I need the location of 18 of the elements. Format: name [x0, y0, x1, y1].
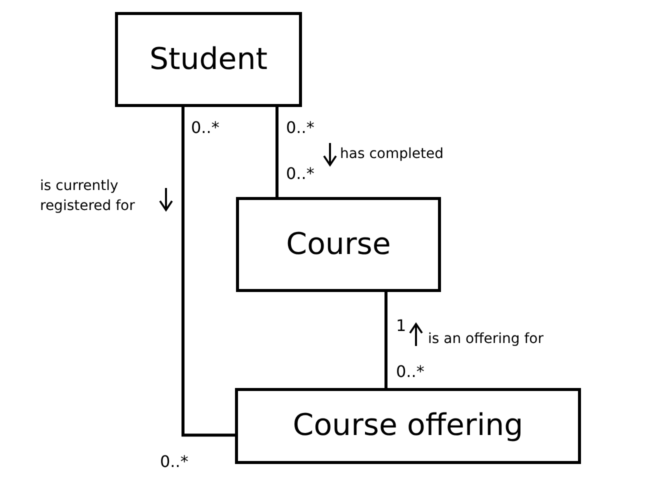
class-box	[236, 197, 441, 292]
class-name: Course offering	[292, 411, 524, 441]
multiplicity-label: 1	[396, 316, 406, 336]
multiplicity-label: 0..*	[191, 118, 220, 138]
class-name: Student	[149, 44, 268, 74]
class-box	[115, 12, 302, 107]
multiplicity-label: 0..*	[286, 118, 314, 138]
association-line	[384, 292, 388, 388]
multiplicity-label: 0..*	[160, 452, 188, 472]
association-line	[182, 107, 235, 437]
association-line	[276, 107, 278, 197]
class-name: Course	[286, 230, 391, 260]
edge-label: is currently registered for	[40, 177, 136, 216]
multiplicity-label: 0..*	[286, 164, 314, 184]
edge-label: is an offering for	[428, 330, 544, 349]
edge-label: has completed	[340, 145, 444, 164]
class-box	[235, 388, 581, 464]
multiplicity-label: 0..*	[396, 362, 424, 382]
